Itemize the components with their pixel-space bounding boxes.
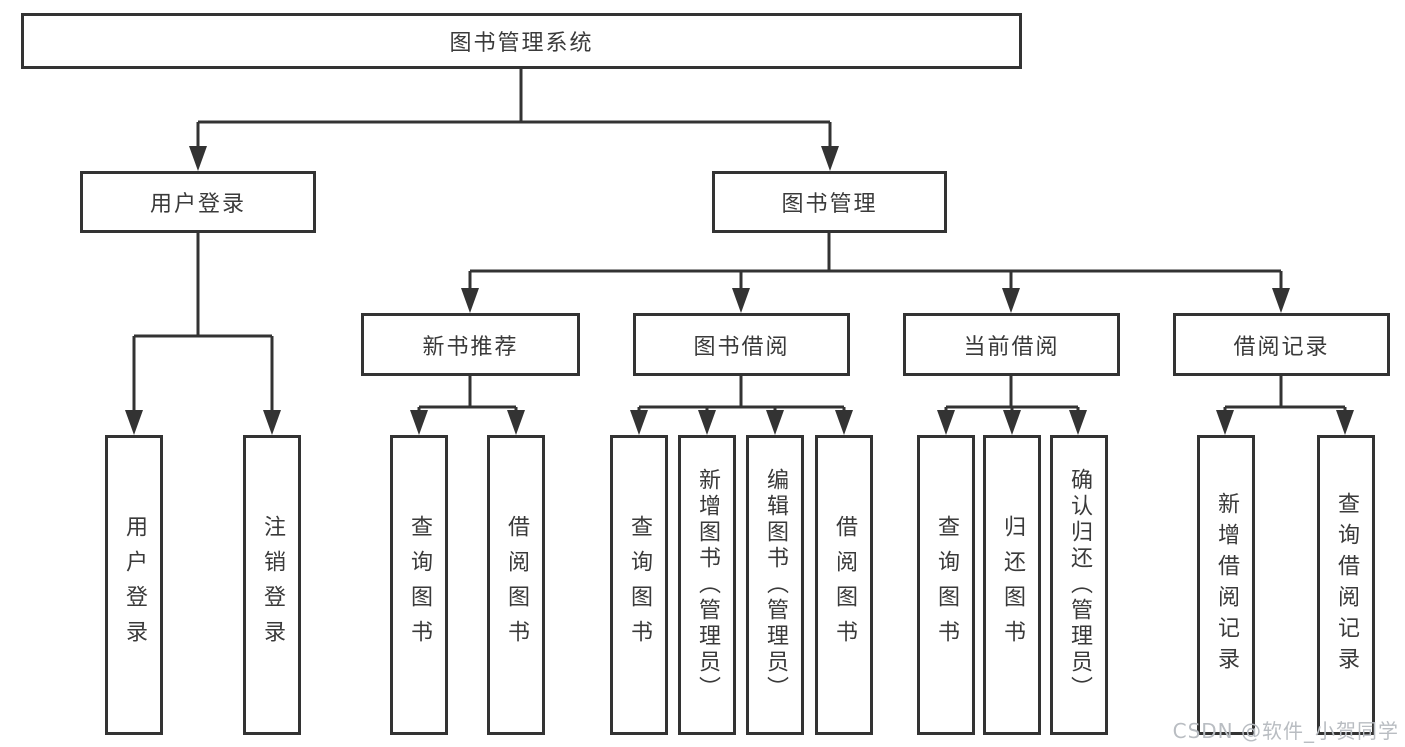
node-bb-borrow-book-label: 借阅图书 bbox=[832, 515, 857, 655]
node-leaf-user-login-label: 用户登录 bbox=[122, 515, 147, 655]
node-book-borrowing-label: 图书借阅 bbox=[693, 334, 790, 360]
node-rec-borrow-book-label: 借阅图书 bbox=[504, 515, 529, 655]
node-cb-return-book-label: 归还图书 bbox=[1000, 515, 1025, 655]
node-bb-edit-book-admin: 编辑图书（管理员） bbox=[746, 435, 804, 735]
node-br-add-record-label: 新增借阅记录 bbox=[1214, 492, 1239, 678]
node-cb-confirm-return-admin: 确认归还（管理员） bbox=[1050, 435, 1108, 735]
node-bb-add-book-admin: 新增图书（管理员） bbox=[678, 435, 736, 735]
node-bb-query-book-label: 查询图书 bbox=[627, 515, 652, 655]
node-cb-query-book-label: 查询图书 bbox=[934, 515, 959, 655]
node-br-add-record: 新增借阅记录 bbox=[1197, 435, 1255, 735]
node-new-book-recommend-label: 新书推荐 bbox=[422, 334, 519, 360]
node-current-borrowing: 当前借阅 bbox=[903, 313, 1120, 376]
node-leaf-logout-login: 注销登录 bbox=[243, 435, 301, 735]
node-user-login: 用户登录 bbox=[80, 171, 316, 233]
node-bb-edit-book-admin-label: 编辑图书（管理员） bbox=[763, 468, 788, 702]
node-rec-query-book-label: 查询图书 bbox=[407, 515, 432, 655]
node-library-system: 图书管理系统 bbox=[21, 13, 1022, 69]
node-bb-query-book: 查询图书 bbox=[610, 435, 668, 735]
csdn-watermark: CSDN @软件_小贺同学 bbox=[1172, 719, 1399, 743]
node-cb-return-book: 归还图书 bbox=[983, 435, 1041, 735]
node-library-system-label: 图书管理系统 bbox=[449, 31, 594, 56]
node-current-borrowing-label: 当前借阅 bbox=[963, 334, 1060, 360]
node-leaf-logout-login-label: 注销登录 bbox=[260, 515, 285, 655]
node-bb-add-book-admin-label: 新增图书（管理员） bbox=[695, 468, 720, 702]
node-book-borrowing: 图书借阅 bbox=[633, 313, 850, 376]
node-new-book-recommend: 新书推荐 bbox=[361, 313, 580, 376]
node-br-query-record-label: 查询借阅记录 bbox=[1334, 492, 1359, 678]
node-borrowing-records-label: 借阅记录 bbox=[1233, 334, 1330, 360]
node-bb-borrow-book: 借阅图书 bbox=[815, 435, 873, 735]
node-leaf-user-login: 用户登录 bbox=[105, 435, 163, 735]
node-user-login-label: 用户登录 bbox=[149, 192, 246, 217]
node-rec-borrow-book: 借阅图书 bbox=[487, 435, 545, 735]
node-cb-confirm-return-admin-label: 确认归还（管理员） bbox=[1067, 468, 1092, 702]
node-borrowing-records: 借阅记录 bbox=[1173, 313, 1390, 376]
node-rec-query-book: 查询图书 bbox=[390, 435, 448, 735]
node-br-query-record: 查询借阅记录 bbox=[1317, 435, 1375, 735]
node-book-management-label: 图书管理 bbox=[781, 192, 878, 217]
node-cb-query-book: 查询图书 bbox=[917, 435, 975, 735]
node-book-management: 图书管理 bbox=[712, 171, 947, 233]
